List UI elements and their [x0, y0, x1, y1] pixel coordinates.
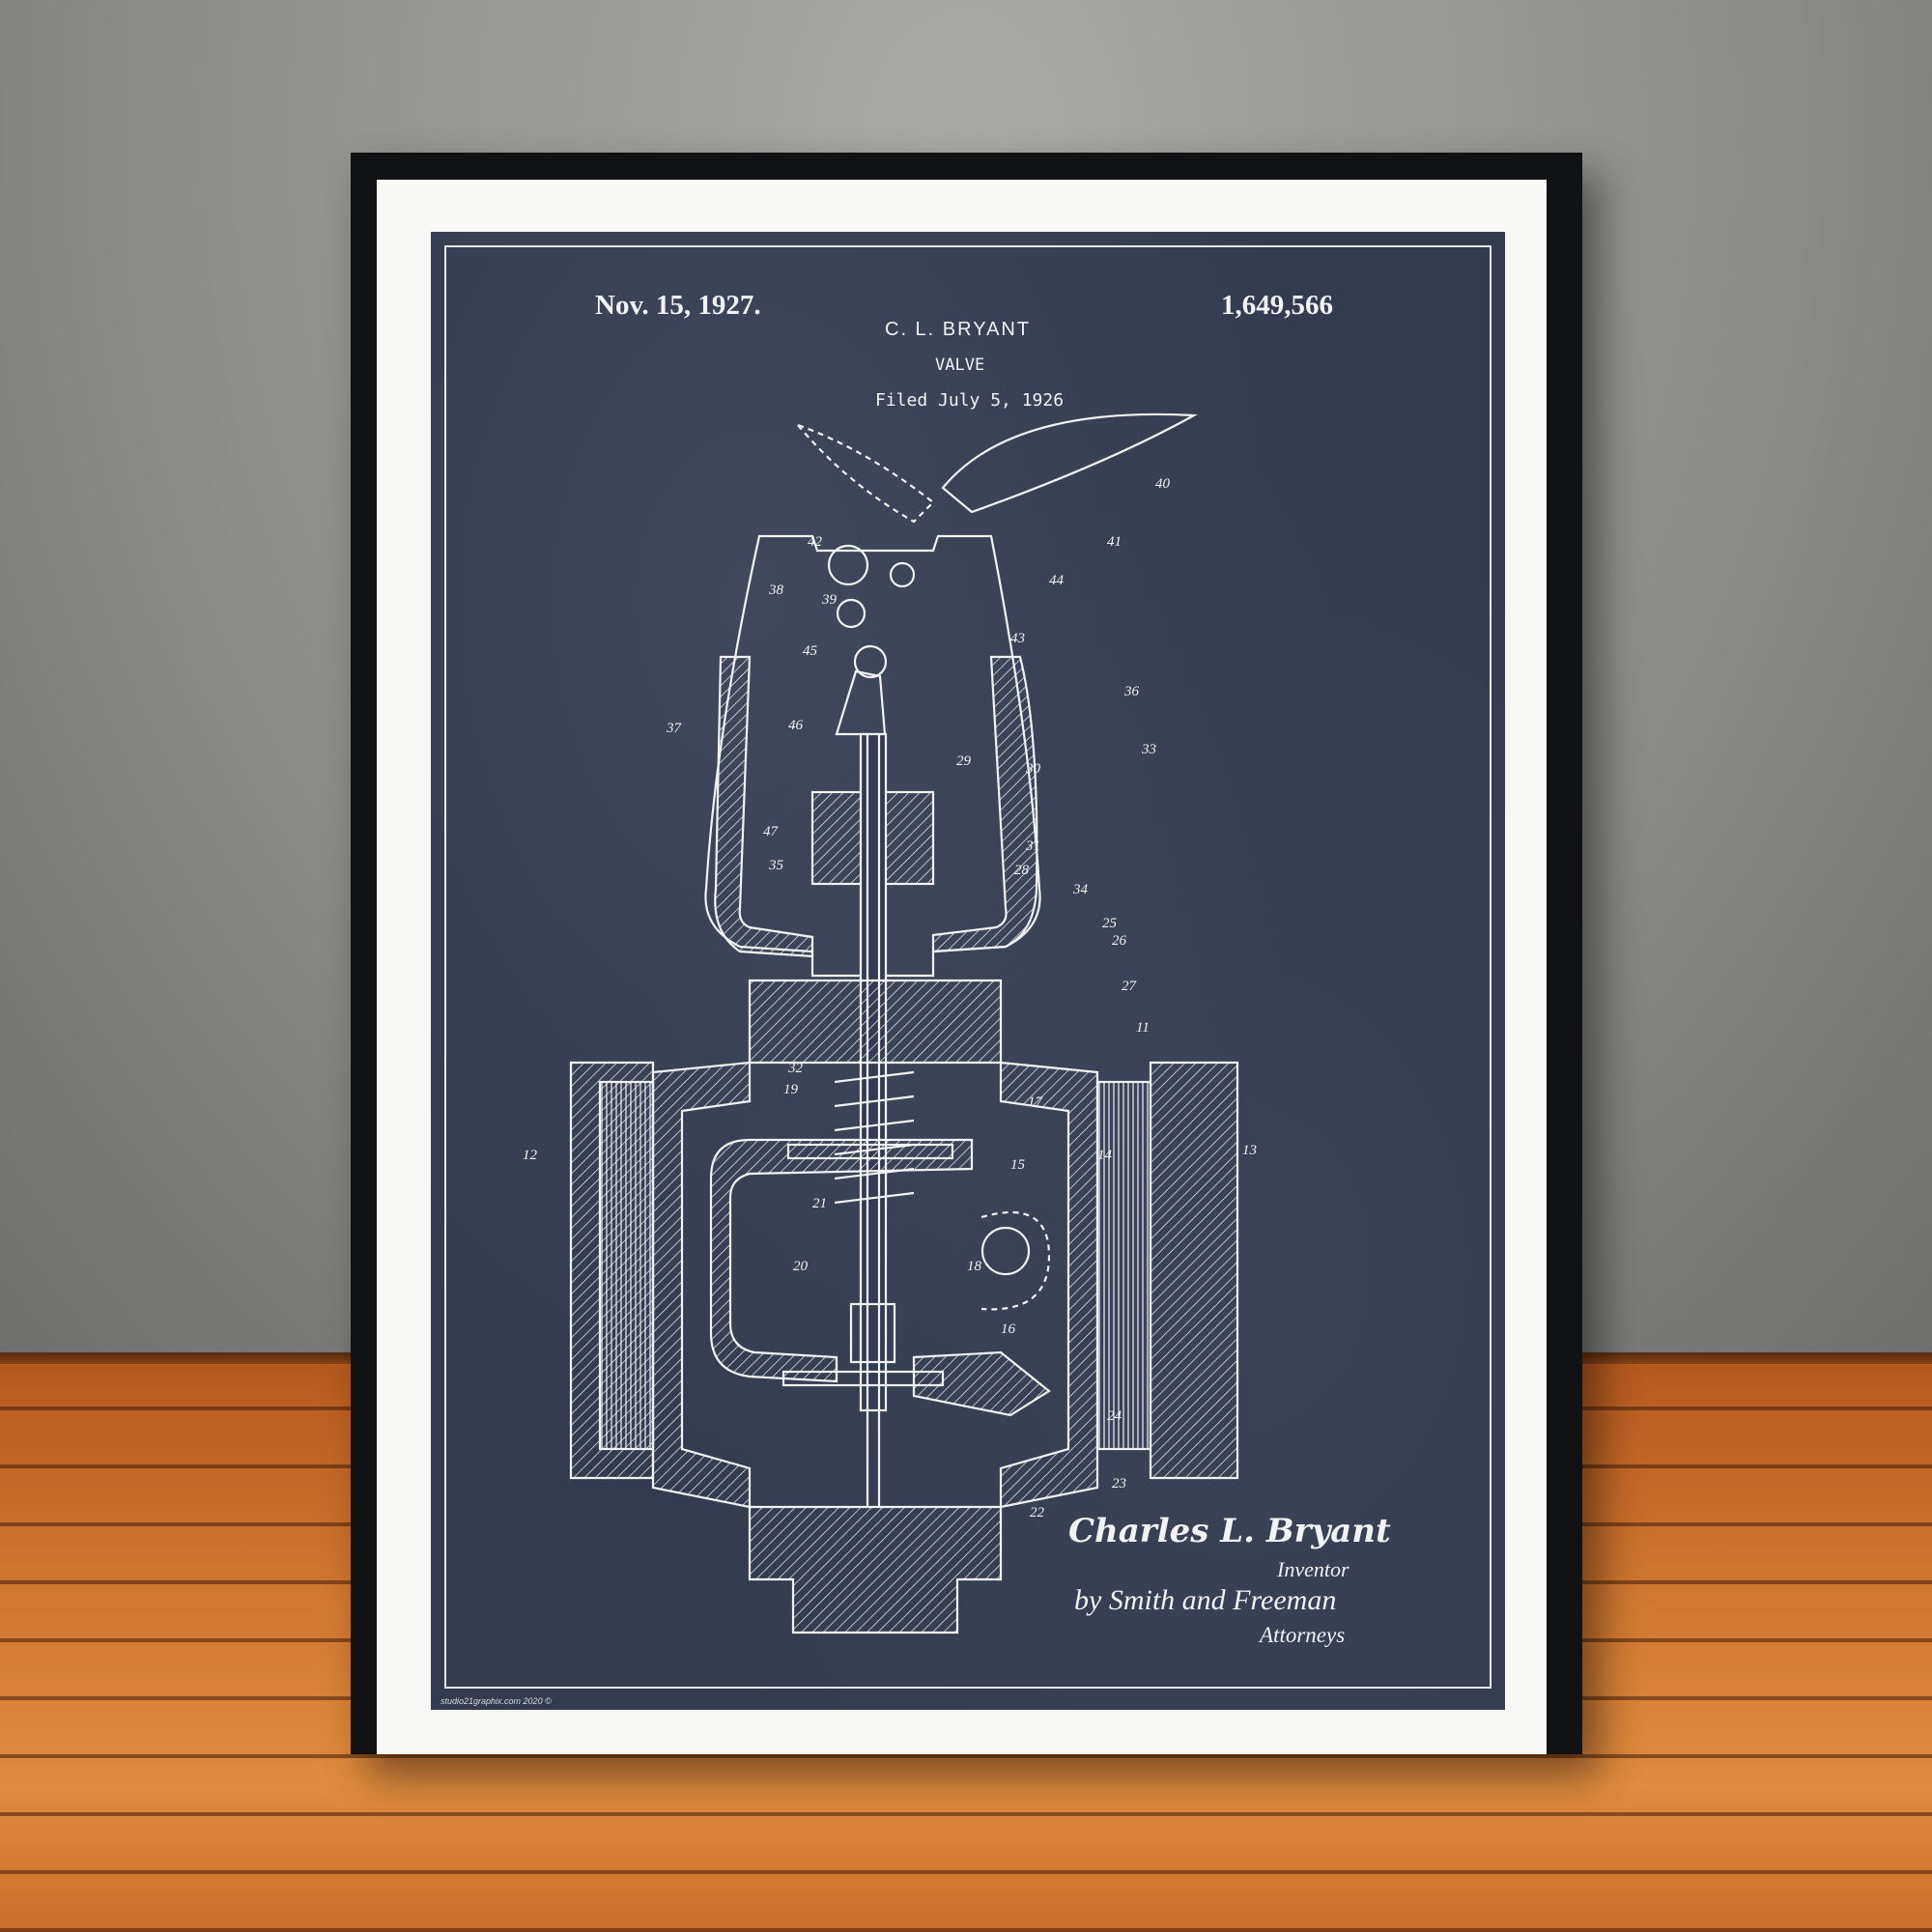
- signature-attorneys-role: Attorneys: [1260, 1623, 1346, 1647]
- part-label: 28: [1014, 863, 1030, 878]
- right-flange: [1149, 1061, 1239, 1480]
- part-label: 36: [1123, 684, 1140, 699]
- print-border: [444, 245, 1492, 1689]
- pivot-44: [889, 561, 916, 588]
- part-label: 37: [666, 721, 683, 736]
- lower-disc: [781, 1370, 945, 1387]
- valve-stem: [859, 732, 888, 1412]
- part-label: 11: [1136, 1020, 1150, 1036]
- inner-chamber: [709, 1138, 974, 1383]
- signature-inventor-role: Inventor: [1277, 1557, 1350, 1581]
- part-label: 20: [793, 1259, 809, 1274]
- left-flange: [569, 1061, 655, 1480]
- body-left-wall: [651, 1061, 752, 1509]
- part-label: 47: [763, 824, 780, 839]
- part-label: 43: [1010, 631, 1025, 646]
- yoke-right-hatch: [931, 655, 1038, 953]
- part-label: 39: [821, 592, 838, 608]
- part-label: 21: [812, 1196, 827, 1211]
- signature-attorneys: by Smith and Freeman: [1074, 1584, 1337, 1616]
- handle-solid: [941, 412, 1198, 514]
- part-label: 25: [1102, 916, 1118, 931]
- bonnet-collar: [748, 979, 1003, 1065]
- part-label: 30: [1025, 761, 1041, 777]
- upper-disc: [786, 1143, 954, 1160]
- part-label: 14: [1097, 1148, 1113, 1163]
- patent-title: VALVE: [935, 355, 985, 375]
- part-label: 18: [967, 1259, 982, 1274]
- part-label: 38: [768, 582, 784, 598]
- yoke-left-hatch: [714, 655, 814, 958]
- handle-dashed: [794, 422, 935, 524]
- part-label: 32: [787, 1061, 804, 1076]
- patent-number: 1,649,566: [1221, 290, 1333, 321]
- pivot-45: [853, 644, 888, 679]
- signature-inventor-name: Charles L. Bryant: [1068, 1512, 1391, 1550]
- part-labels: 40 42 41 44 38 39 43 45 36 46 37 33 29 3…: [523, 476, 1257, 1520]
- part-label: 44: [1049, 573, 1065, 588]
- part-label: 33: [1141, 742, 1156, 757]
- patent-date: Nov. 15, 1927.: [595, 290, 761, 321]
- bottom-cap: [748, 1505, 1003, 1634]
- patent-print: Nov. 15, 1927. 1,649,566 C. L. BRYANT VA…: [431, 232, 1505, 1710]
- part-label: 42: [808, 534, 823, 550]
- filed-date: Filed July 5, 1926: [875, 390, 1065, 411]
- part-label: 27: [1122, 979, 1138, 994]
- part-label: 34: [1072, 882, 1089, 897]
- part-label: 17: [1028, 1094, 1044, 1110]
- part-label: 22: [1030, 1505, 1045, 1520]
- part-label: 40: [1155, 476, 1171, 492]
- part-label: 24: [1107, 1408, 1122, 1424]
- link-46: [835, 669, 887, 736]
- part-label: 45: [803, 643, 818, 659]
- part-label: 15: [1010, 1157, 1026, 1173]
- part-label: 46: [788, 718, 804, 733]
- part-label: 41: [1107, 534, 1122, 550]
- part-label: 13: [1242, 1143, 1257, 1158]
- port-opening: [980, 1226, 1031, 1276]
- valve-drawing: 40 42 41 44 38 39 43 45 36 46 37 33 29 3…: [523, 412, 1257, 1634]
- body-right-wall: [999, 1061, 1099, 1509]
- part-label: 23: [1112, 1476, 1126, 1492]
- part-label: 29: [956, 753, 972, 769]
- part-label: 19: [783, 1082, 799, 1097]
- lower-seat: [912, 1350, 1051, 1417]
- pivot-43: [836, 598, 867, 629]
- part-label: 35: [768, 858, 784, 873]
- part-label: 26: [1112, 933, 1127, 949]
- part-label: 12: [523, 1148, 538, 1163]
- inventor-heading: C. L. BRYANT: [885, 319, 1032, 340]
- print-credit: studio21graphix.com 2020 ©: [440, 1696, 552, 1706]
- stem-nut: [849, 1302, 896, 1364]
- pivot-38: [827, 544, 869, 586]
- right-port-threads: [1095, 1080, 1152, 1451]
- part-label: 31: [1025, 838, 1040, 854]
- port-dashed: [980, 1210, 1051, 1311]
- part-label: 16: [1001, 1321, 1016, 1337]
